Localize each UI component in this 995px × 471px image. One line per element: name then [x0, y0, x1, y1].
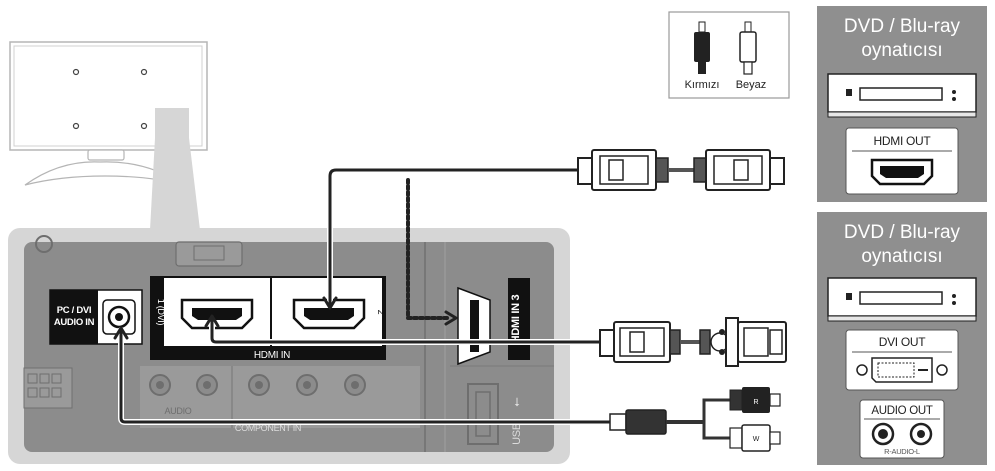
hdmi-cable-to-port2 — [328, 168, 580, 307]
tv-connection-panel: PC / DVI AUDIO IN 1 (DVI) 2 HDMI IN — [8, 228, 570, 464]
red-plug-icon — [694, 32, 710, 62]
hdmi-port2-label: 2 — [376, 310, 386, 315]
audio-y-cable-plugs: R W — [609, 387, 781, 452]
usb-icon: ⭠ — [509, 397, 523, 407]
dvi-hdmi-cable-to-port1 — [210, 318, 602, 344]
device-bottom-title-line2: oynatıcısı — [861, 246, 942, 267]
device-bottom-audio-sub-label: R-AUDIO-L — [884, 447, 920, 456]
hdmi-out-port-icon — [870, 158, 934, 186]
pc-dvi-audio-label-line1: PC / DVI — [57, 305, 92, 316]
color-legend: Kırmızı Beyaz — [668, 11, 790, 99]
device-box-top: DVD / Blu-ray oynatıcısı HDMI OUT — [817, 6, 987, 202]
white-plug-icon — [739, 31, 757, 63]
device-box-bottom: DVD / Blu-ray oynatıcısı DVI OUT AUDIO O… — [817, 212, 987, 465]
dvd-player-icon-2 — [827, 277, 977, 322]
hdmi-port-1-icon — [180, 298, 254, 330]
component-audio-label: AUDIO — [164, 406, 191, 416]
cables — [113, 167, 613, 425]
legend-red-label: Kırmızı — [685, 79, 720, 91]
device-bottom-dvi-out-label: DVI OUT — [879, 335, 927, 349]
hdmi-alt-cable-to-port3 — [406, 178, 452, 320]
red-plug-letter: R — [753, 399, 758, 406]
dvi-out-port-icon — [856, 357, 948, 383]
device-top-title-line1: DVD / Blu-ray — [844, 16, 961, 37]
component-in-label: COMPONENT IN — [235, 423, 301, 433]
hdmi-port1-label: 1 (DVI) — [156, 299, 166, 326]
device-top-hdmi-out-label: HDMI OUT — [874, 134, 932, 148]
white-plug-letter: W — [753, 436, 760, 443]
hdmi-in-3-label: HDMI IN 3 — [510, 295, 522, 344]
hdmi-in-label: HDMI IN — [254, 350, 290, 361]
usb-label: USB — [511, 423, 523, 445]
audio-cable-to-pc-audio — [119, 328, 612, 424]
dvd-player-icon — [827, 73, 977, 118]
tv-rear-illustration — [9, 41, 208, 230]
hdmi-dvi-cable-plugs — [599, 317, 787, 367]
device-bottom-audio-out-label: AUDIO OUT — [871, 405, 932, 417]
hdmi-cable-plugs — [577, 149, 785, 191]
hdmi-port-2-icon — [292, 298, 366, 330]
pc-dvi-audio-label-line2: AUDIO IN — [54, 317, 95, 328]
legend-white-label: Beyaz — [736, 79, 767, 91]
device-bottom-title-line1: DVD / Blu-ray — [844, 222, 961, 243]
device-top-title-line2: oynatıcısı — [861, 40, 942, 61]
